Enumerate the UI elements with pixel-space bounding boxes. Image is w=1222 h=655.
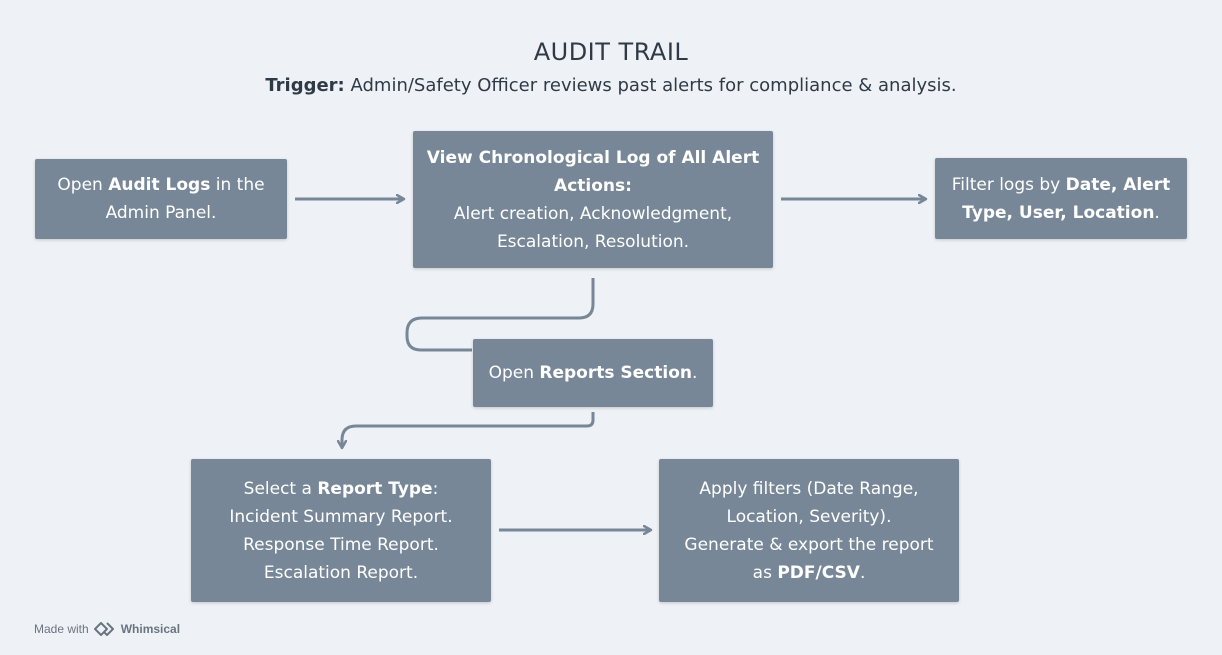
node-select-report-line1: Select a Report Type: (243, 478, 439, 499)
node-open-reports-section[interactable]: Open Reports Section. (473, 339, 713, 407)
whimsical-logo-icon (93, 622, 114, 636)
node-filter-logs-line1: Filter logs by Date, Alert (951, 174, 1171, 195)
node-filter-logs-line2: Type, User, Location. (962, 202, 1160, 223)
diagram-title: AUDIT TRAIL (533, 38, 689, 66)
edge-open-reports-to-select-report (342, 412, 595, 448)
node-apply-filters-line4: as PDF/CSV. (752, 562, 866, 583)
node-view-log-line4: Escalation, Resolution. (496, 231, 690, 252)
subtitle-trigger-label: Trigger: (265, 75, 345, 96)
node-view-log-heading-line1: View Chronological Log of All Alert (426, 147, 760, 168)
node-select-report-line2: Incident Summary Report. (229, 506, 453, 527)
node-apply-filters-line2: Location, Severity). (726, 506, 892, 527)
node-open-audit-logs[interactable]: Open Audit Logs in the Admin Panel. (35, 159, 287, 239)
node-view-chronological-log[interactable]: View Chronological Log of All Alert Acti… (413, 131, 773, 268)
node-select-report-type[interactable]: Select a Report Type: Incident Summary R… (191, 459, 491, 602)
node-open-audit-logs-line2: Admin Panel. (105, 203, 217, 223)
node-select-report-line3: Response Time Report. (243, 534, 439, 555)
node-select-report-line4: Escalation Report. (263, 562, 419, 583)
node-open-reports-line1: Open Reports Section. (488, 363, 698, 383)
node-apply-filters-line1: Apply filters (Date Range, (699, 478, 919, 499)
node-view-log-line3: Alert creation, Acknowledgment, (453, 203, 733, 224)
node-apply-filters[interactable]: Apply filters (Date Range, Location, Sev… (659, 459, 959, 602)
footer-brand-name: Whimsical (120, 622, 181, 636)
made-with-footer[interactable]: Made with Whimsical (34, 622, 180, 636)
edge-view-log-to-open-reports (405, 278, 595, 352)
node-apply-filters-line3: Generate & export the report (684, 534, 934, 555)
diagram-subtitle: Trigger: Admin/Safety Officer reviews pa… (0, 75, 1222, 96)
subtitle-trigger-text: Admin/Safety Officer reviews past alerts… (344, 75, 957, 96)
node-view-log-heading-line2: Actions: (554, 175, 632, 196)
node-filter-logs[interactable]: Filter logs by Date, Alert Type, User, L… (935, 158, 1187, 239)
node-open-audit-logs-line1: Open Audit Logs in the (57, 175, 265, 195)
footer-made-with-text: Made with (34, 622, 89, 636)
